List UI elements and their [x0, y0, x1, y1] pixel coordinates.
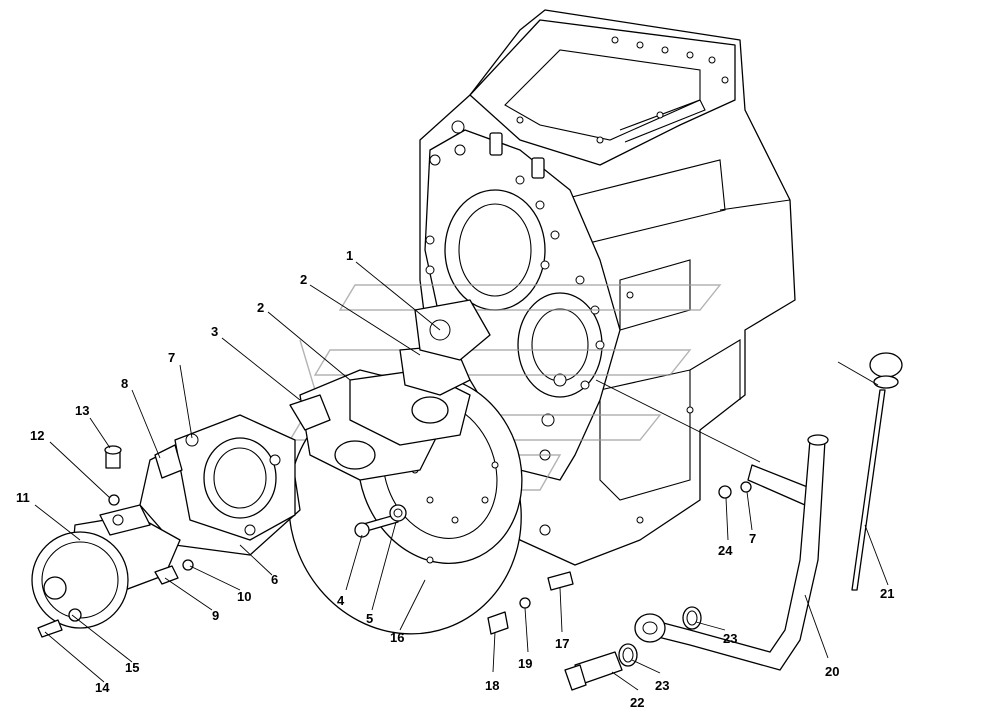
callout-7a: 7: [168, 350, 175, 365]
callout-19: 19: [518, 656, 532, 671]
callout-3: 3: [211, 324, 218, 339]
callout-14: 14: [95, 680, 110, 695]
callout-7b: 7: [749, 531, 756, 546]
leader-lines: [34, 261, 889, 691]
dipstick: [851, 352, 903, 591]
callout-9: 9: [212, 608, 219, 623]
callout-16: 16: [390, 630, 404, 645]
callout-22: 22: [630, 695, 644, 710]
callout-5: 5: [366, 611, 373, 626]
callout-24: 24: [718, 543, 733, 558]
callout-20: 20: [825, 664, 839, 679]
callout-13: 13: [75, 403, 89, 418]
callout-1: 1: [346, 248, 353, 263]
callout-17: 17: [555, 636, 569, 651]
pump-body: [31, 504, 181, 629]
banjo-bolt: [564, 651, 623, 691]
small-fasteners: [37, 445, 811, 638]
callout-4: 4: [337, 593, 345, 608]
transmission-housing: [419, 9, 796, 566]
bottom-fasteners: [487, 571, 574, 635]
callout-10: 10: [237, 589, 251, 604]
callout-23b: 23: [655, 678, 669, 693]
callout-18: 18: [485, 678, 499, 693]
oil-tube: [634, 434, 829, 671]
callout-23a: 23: [723, 631, 737, 646]
callout-15: 15: [125, 660, 139, 675]
callout-6: 6: [271, 572, 278, 587]
callout-11: 11: [16, 490, 30, 505]
callout-2b: 2: [257, 300, 264, 315]
callout-2a: 2: [300, 272, 307, 287]
callout-labels: 1 2 2 3 4 5 6 7 7 8 9 10 11 12 13 14 15 …: [16, 248, 894, 710]
callout-8: 8: [121, 376, 128, 391]
bracket-assembly: [289, 299, 491, 481]
adapter-housing: [139, 414, 301, 556]
callout-21: 21: [880, 586, 894, 601]
bolt-with-washer: [354, 504, 407, 538]
callout-12: 12: [30, 428, 44, 443]
